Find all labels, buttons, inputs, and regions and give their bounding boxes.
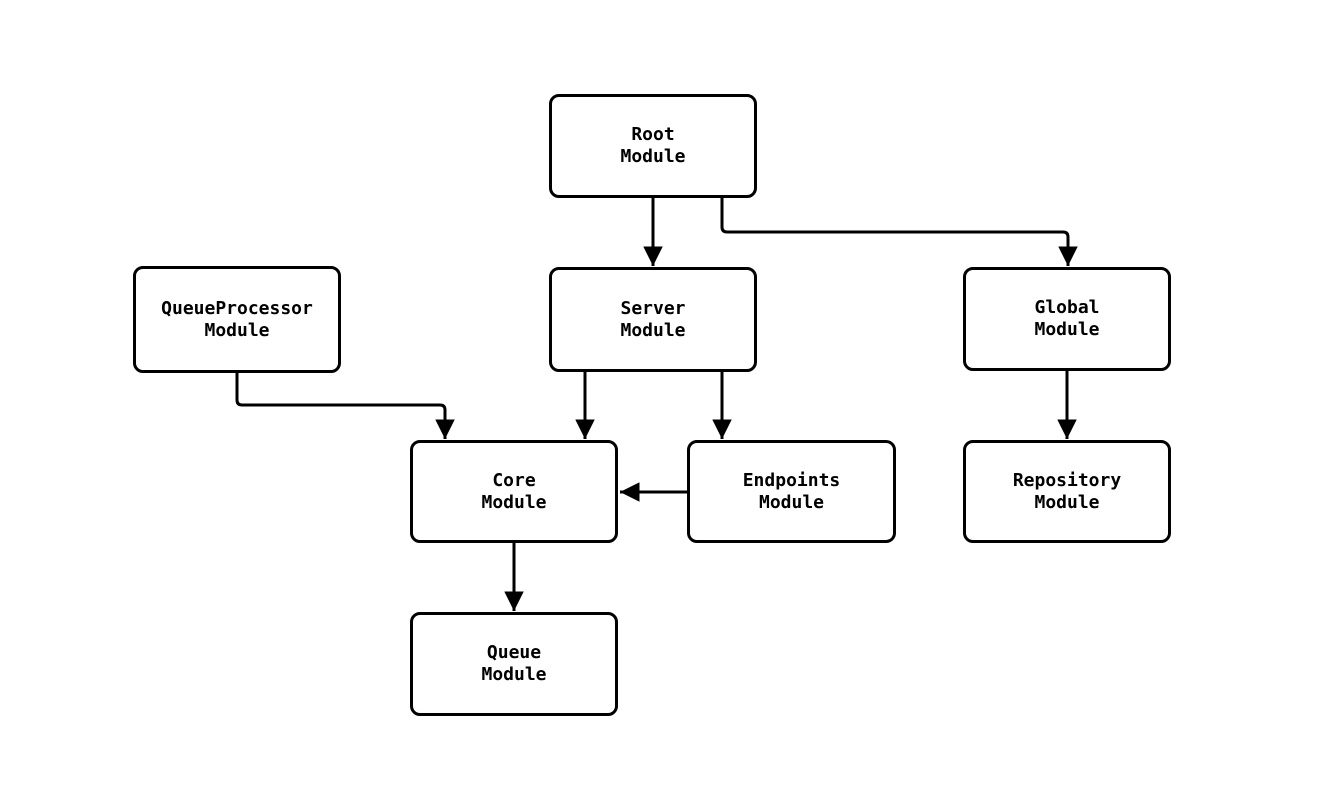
edge-root-to-global: [720, 198, 1078, 266]
node-label-line2: Module: [1034, 491, 1100, 513]
node-label-line1: Server: [620, 297, 686, 319]
node-queueprocessor-module: QueueProcessor Module: [133, 266, 341, 373]
node-label-line1: Queue: [486, 642, 542, 663]
node-queue-module: Queue Module: [410, 612, 618, 716]
node-endpoints-module: Endpoints Module: [687, 440, 896, 543]
node-label-line2: Module: [1034, 319, 1100, 340]
node-repository-module: Repository Module: [963, 440, 1171, 543]
node-label-line2: Module: [481, 491, 547, 513]
edge-queueprocessor-to-core: [235, 373, 455, 439]
node-label-line1: Root: [631, 124, 675, 145]
node-label-line1: Global: [1034, 297, 1100, 318]
node-server-module: Server Module: [549, 267, 757, 372]
node-label-line2: Module: [620, 319, 686, 341]
node-label-line2: Module: [758, 491, 825, 513]
node-label-line1: Endpoints: [742, 469, 841, 491]
node-root-module: Root Module: [549, 94, 757, 198]
node-label-line1: QueueProcessor: [161, 297, 313, 319]
node-global-module: Global Module: [963, 267, 1171, 371]
node-label-line2: Module: [204, 319, 270, 341]
node-core-module: Core Module: [410, 440, 618, 543]
node-label-line2: Module: [620, 146, 686, 167]
node-label-line1: Repository: [1012, 469, 1122, 491]
node-label-line2: Module: [481, 664, 547, 685]
node-label-line1: Core: [492, 469, 536, 491]
